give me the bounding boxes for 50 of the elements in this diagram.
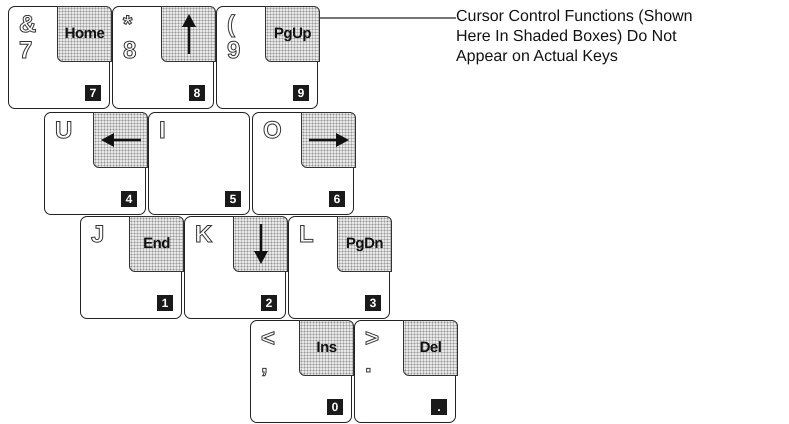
key-legend: J bbox=[91, 223, 104, 247]
key-legend: 9 bbox=[227, 39, 240, 63]
caption-text: Cursor Control Functions (Shown Here In Shaded Boxes) Do Not Appear on Actual Keys bbox=[456, 7, 718, 67]
keypad-number: 0 bbox=[327, 399, 343, 415]
shaded-label bbox=[93, 112, 148, 168]
key-cap bbox=[184, 216, 286, 319]
keypad-number: 6 bbox=[329, 191, 345, 207]
key-cap bbox=[288, 216, 390, 319]
leader-line bbox=[318, 17, 456, 19]
key-legend: * bbox=[123, 13, 132, 37]
key-cap bbox=[216, 6, 318, 109]
shaded-label bbox=[301, 112, 356, 168]
key-legend: < bbox=[261, 327, 276, 351]
key-cap bbox=[8, 6, 110, 109]
key-legend: & bbox=[19, 13, 36, 37]
shaded-label: Home bbox=[57, 6, 112, 62]
keypad-number: 9 bbox=[293, 85, 309, 101]
shaded-label bbox=[161, 6, 216, 62]
key-legend: K bbox=[195, 223, 212, 247]
keypad-number: 1 bbox=[157, 295, 173, 311]
key-legend: . bbox=[365, 353, 372, 377]
key-legend: O bbox=[263, 119, 282, 143]
key-cap bbox=[250, 320, 352, 423]
key-cap bbox=[80, 216, 182, 319]
keypad-number: 7 bbox=[85, 85, 101, 101]
key-legend: , bbox=[261, 353, 268, 377]
key-cap bbox=[354, 320, 456, 423]
key-cap bbox=[44, 112, 146, 215]
shaded-label: PgUp bbox=[265, 6, 320, 62]
key-cap bbox=[252, 112, 354, 215]
keypad-number: . bbox=[431, 399, 447, 415]
key-legend: U bbox=[55, 119, 72, 143]
keypad-number: 4 bbox=[121, 191, 137, 207]
key-cap bbox=[148, 112, 250, 215]
key-legend: L bbox=[299, 223, 314, 247]
key-legend: 8 bbox=[123, 39, 136, 63]
shaded-label: Del bbox=[403, 320, 458, 376]
keypad-number: 5 bbox=[225, 191, 241, 207]
keypad-number: 2 bbox=[261, 295, 277, 311]
key-legend: > bbox=[365, 327, 380, 351]
key-legend: 7 bbox=[19, 39, 32, 63]
shaded-label: PgDn bbox=[337, 216, 392, 272]
key-cap bbox=[112, 6, 214, 109]
keypad-number: 8 bbox=[189, 85, 205, 101]
key-legend: ( bbox=[227, 13, 235, 37]
shaded-label: Ins bbox=[299, 320, 354, 376]
shaded-label: End bbox=[129, 216, 184, 272]
key-legend: I bbox=[159, 119, 166, 143]
keypad-number: 3 bbox=[365, 295, 381, 311]
shaded-label bbox=[233, 216, 288, 272]
